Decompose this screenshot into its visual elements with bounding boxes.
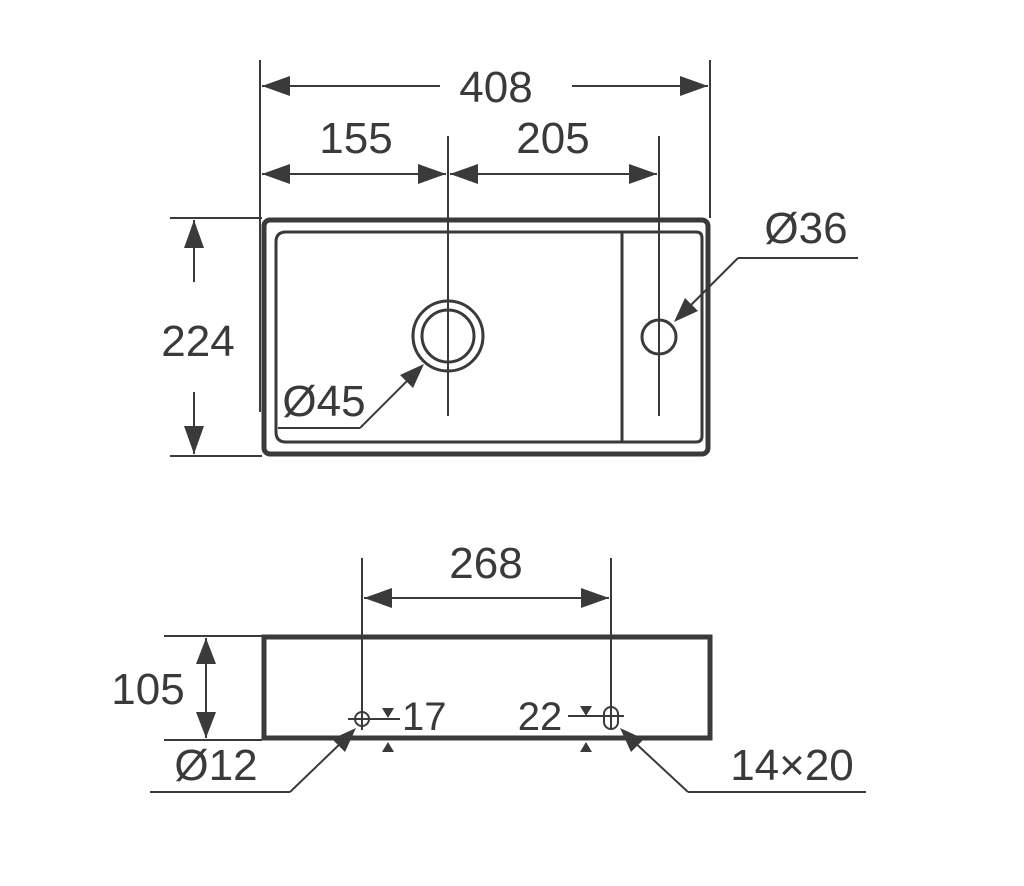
left-fixing-marker-down [382, 708, 394, 718]
dim-105-label: 105 [111, 665, 184, 714]
right-fixing-offset-label: 22 [518, 695, 563, 739]
dim-224-arrow-bottom [184, 426, 204, 454]
right-fixing-marker-down [580, 706, 592, 716]
slot-hole-leader-arrow [620, 728, 644, 752]
top-view: 408 155 205 224 Ø36 Ø45 [161, 60, 858, 457]
drain-hole-leader-arrow [400, 364, 424, 388]
dim-105-arrow-top [196, 638, 216, 664]
slot-fixing-hole [603, 706, 619, 730]
dim-224-arrow-top [184, 220, 204, 248]
dim-205-label: 205 [516, 114, 589, 163]
dim-224-label: 224 [161, 317, 234, 366]
tap-hole-leader-arrow [674, 298, 698, 322]
dim-408-arrow-left [262, 76, 290, 96]
slot-hole-leader-diagonal [631, 739, 689, 793]
dim-205-arrow-left [450, 164, 478, 184]
dim-105-arrow-bottom [196, 712, 216, 738]
slot-hole-label: 14×20 [730, 741, 854, 790]
dim-155-arrow-right [418, 164, 446, 184]
dim-155-arrow-left [262, 164, 290, 184]
tap-hole-leader-diagonal [683, 257, 739, 313]
basin-outer-outline [261, 217, 711, 457]
left-fixing-offset-label: 17 [402, 695, 447, 739]
dim-408-arrow-right [680, 76, 708, 96]
round-hole-label: Ø12 [174, 741, 257, 790]
right-fixing-marker-up [580, 742, 592, 752]
round-hole-leader-diagonal [289, 739, 345, 793]
left-fixing-marker-up [382, 742, 394, 752]
basin-front-outline [261, 634, 713, 741]
dim-155-label: 155 [319, 114, 392, 163]
basin-inner-outline [274, 230, 704, 444]
dim-408-label: 408 [459, 63, 532, 112]
dim-205-arrow-right [629, 164, 657, 184]
dim-268-label: 268 [449, 539, 522, 588]
front-view: 268 105 17 22 Ø12 14×20 [111, 539, 866, 793]
drain-hole-label: Ø45 [282, 377, 365, 426]
round-hole-leader-arrow [332, 728, 356, 752]
tap-hole-label: Ø36 [764, 204, 847, 253]
dim-268-arrow-right [581, 588, 609, 608]
dim-268-arrow-left [364, 588, 392, 608]
drain-hole-leader-diagonal [359, 375, 413, 429]
